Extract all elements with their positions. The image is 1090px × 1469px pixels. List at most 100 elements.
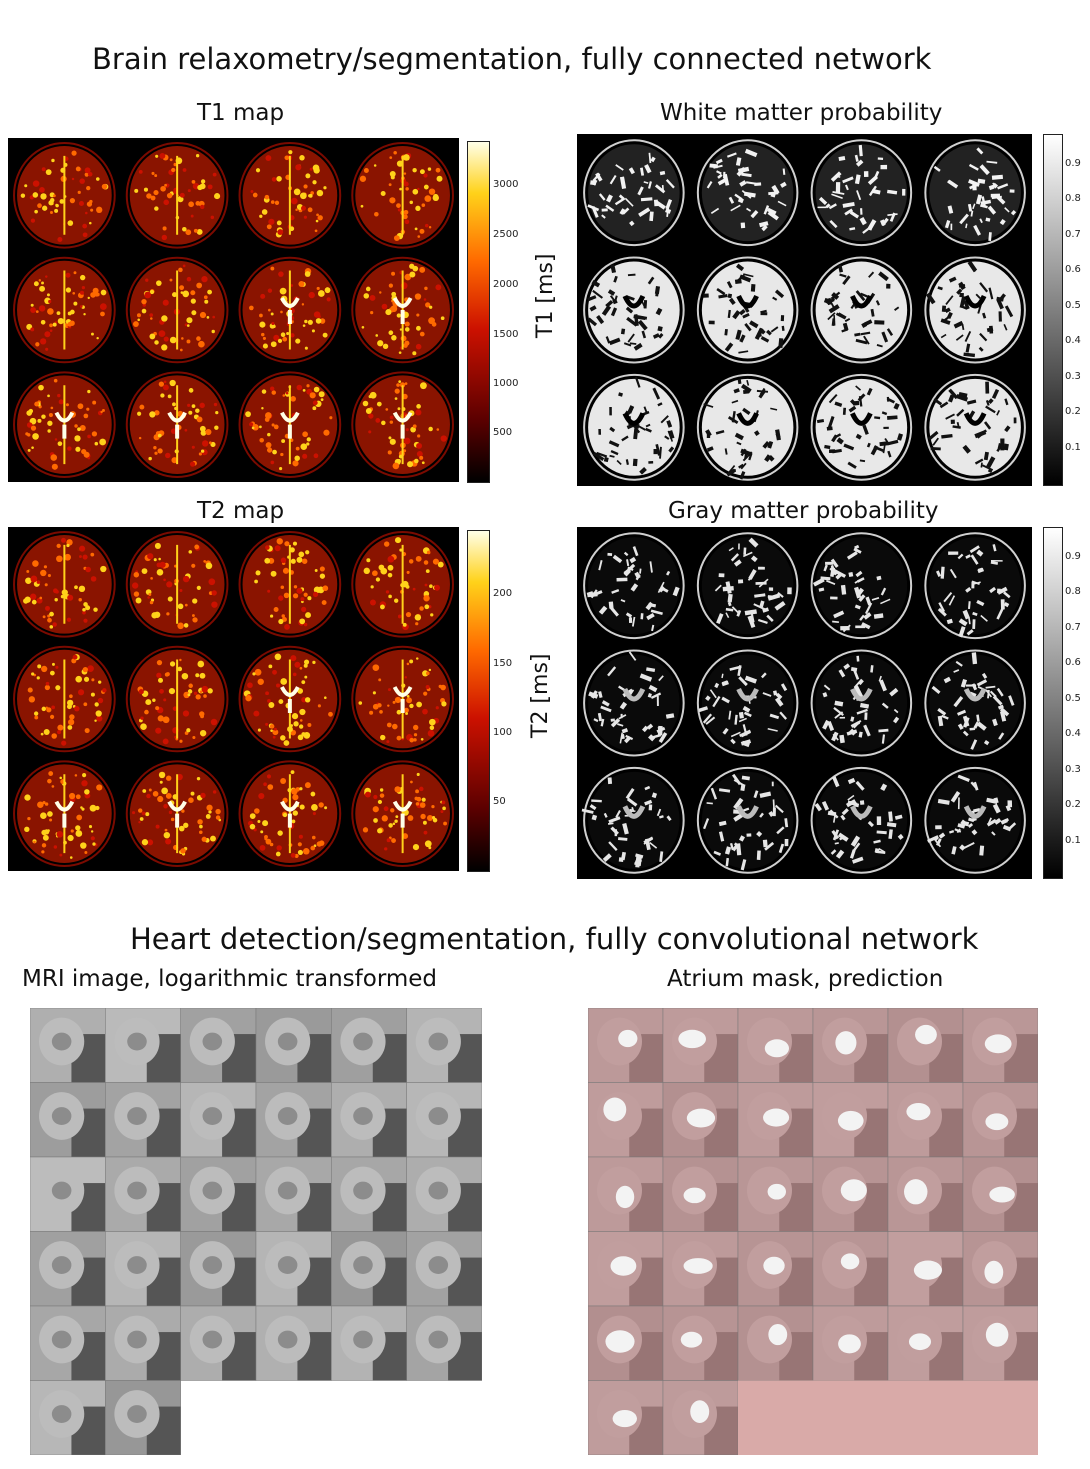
brain-texture bbox=[950, 791, 961, 803]
brain-texture bbox=[301, 558, 308, 564]
brain-texture bbox=[149, 313, 154, 317]
brain-texture bbox=[854, 174, 861, 185]
brain-texture bbox=[844, 317, 851, 323]
brain-texture bbox=[44, 802, 49, 806]
brain-texture bbox=[276, 176, 282, 182]
brain-texture bbox=[162, 716, 170, 724]
brain-texture bbox=[724, 448, 728, 455]
brain-texture bbox=[166, 581, 173, 588]
mri-tile bbox=[588, 1380, 664, 1455]
brain-texture bbox=[600, 718, 605, 727]
brain-texture bbox=[365, 286, 371, 292]
brain-texture bbox=[855, 290, 866, 302]
brain-texture bbox=[190, 791, 195, 796]
brain-texture bbox=[744, 148, 758, 158]
brain-texture bbox=[587, 295, 597, 302]
mri-tile bbox=[588, 1082, 664, 1158]
atrium bbox=[353, 1256, 373, 1274]
brain-texture bbox=[646, 667, 656, 673]
gm-tick: 0.1 bbox=[1065, 835, 1081, 846]
brain-texture bbox=[1008, 695, 1015, 706]
brain-texture bbox=[133, 571, 140, 578]
brain-texture bbox=[274, 653, 282, 661]
brain-texture bbox=[36, 676, 40, 680]
brain-texture bbox=[586, 591, 594, 596]
brain-texture bbox=[596, 314, 605, 325]
brain-texture bbox=[163, 578, 166, 582]
brain-texture bbox=[252, 672, 256, 676]
brain-texture bbox=[972, 611, 978, 617]
brain-texture bbox=[382, 343, 389, 350]
brain-texture bbox=[963, 299, 970, 310]
brain-texture bbox=[135, 597, 142, 604]
brain-texture bbox=[292, 794, 299, 801]
brain-texture bbox=[718, 788, 731, 793]
brain-texture bbox=[405, 428, 409, 432]
brain-texture bbox=[603, 812, 608, 818]
brain-outline bbox=[924, 139, 1026, 247]
brain-texture bbox=[68, 719, 75, 726]
brain-texture bbox=[953, 669, 960, 673]
brain-texture bbox=[635, 573, 641, 581]
brain-texture bbox=[138, 820, 141, 824]
brain-texture bbox=[49, 323, 53, 328]
brain-texture bbox=[94, 441, 99, 446]
brain-texture bbox=[41, 414, 46, 419]
atrium-mask-title: Atrium mask, prediction bbox=[667, 966, 944, 992]
brain-texture bbox=[270, 266, 275, 271]
mri-tile bbox=[662, 1231, 739, 1307]
brain-texture bbox=[369, 599, 376, 606]
wm-tick: 0.3 bbox=[1065, 371, 1081, 382]
brain-texture bbox=[69, 198, 76, 204]
brain-texture bbox=[147, 839, 154, 846]
brain-texture bbox=[182, 575, 190, 583]
mri-image-title: MRI image, logarithmic transformed bbox=[22, 966, 438, 992]
brain-tissue bbox=[929, 654, 1021, 752]
brain-texture bbox=[730, 553, 740, 562]
brain-texture bbox=[412, 843, 420, 851]
brain-texture bbox=[158, 771, 166, 779]
brain-texture bbox=[925, 292, 936, 305]
brain-texture bbox=[71, 177, 75, 181]
brain-texture bbox=[163, 698, 167, 702]
ventricle bbox=[736, 294, 759, 309]
brain-texture bbox=[312, 400, 318, 406]
brain-texture bbox=[622, 822, 629, 835]
brain-outline bbox=[810, 532, 913, 640]
brain-texture bbox=[590, 589, 598, 599]
brain-texture bbox=[386, 740, 390, 744]
brain-texture bbox=[253, 710, 260, 717]
ventricle bbox=[392, 686, 413, 713]
mask-tint bbox=[888, 1008, 963, 1083]
brain-texture bbox=[601, 305, 612, 316]
brain-texture bbox=[292, 593, 299, 599]
brain-texture bbox=[990, 559, 1003, 562]
brain-texture bbox=[396, 203, 401, 208]
brain-texture bbox=[389, 156, 393, 160]
brain-texture bbox=[999, 707, 1010, 717]
brain-texture bbox=[991, 831, 996, 836]
brain-texture bbox=[304, 782, 311, 789]
brain-texture bbox=[886, 397, 895, 404]
brain-texture bbox=[361, 326, 365, 329]
brain-texture bbox=[1010, 210, 1017, 216]
brain-texture bbox=[403, 437, 411, 445]
brain-slice bbox=[810, 766, 913, 874]
brain-texture bbox=[417, 434, 421, 438]
brain-texture bbox=[986, 818, 997, 827]
brain-texture bbox=[302, 324, 306, 327]
brain-texture bbox=[738, 717, 747, 723]
brain-texture bbox=[772, 296, 778, 301]
brain-texture bbox=[54, 208, 59, 213]
brain-texture bbox=[767, 210, 779, 221]
brain-texture bbox=[614, 829, 618, 837]
brain-texture bbox=[897, 433, 903, 441]
brain-texture bbox=[293, 188, 301, 196]
brain-texture bbox=[728, 297, 736, 306]
brain-texture bbox=[416, 404, 421, 409]
brain-texture bbox=[92, 400, 97, 405]
brain-texture bbox=[51, 463, 58, 470]
brain-texture bbox=[998, 311, 1002, 322]
brain-texture bbox=[435, 284, 442, 291]
mri-tile bbox=[30, 1380, 106, 1455]
